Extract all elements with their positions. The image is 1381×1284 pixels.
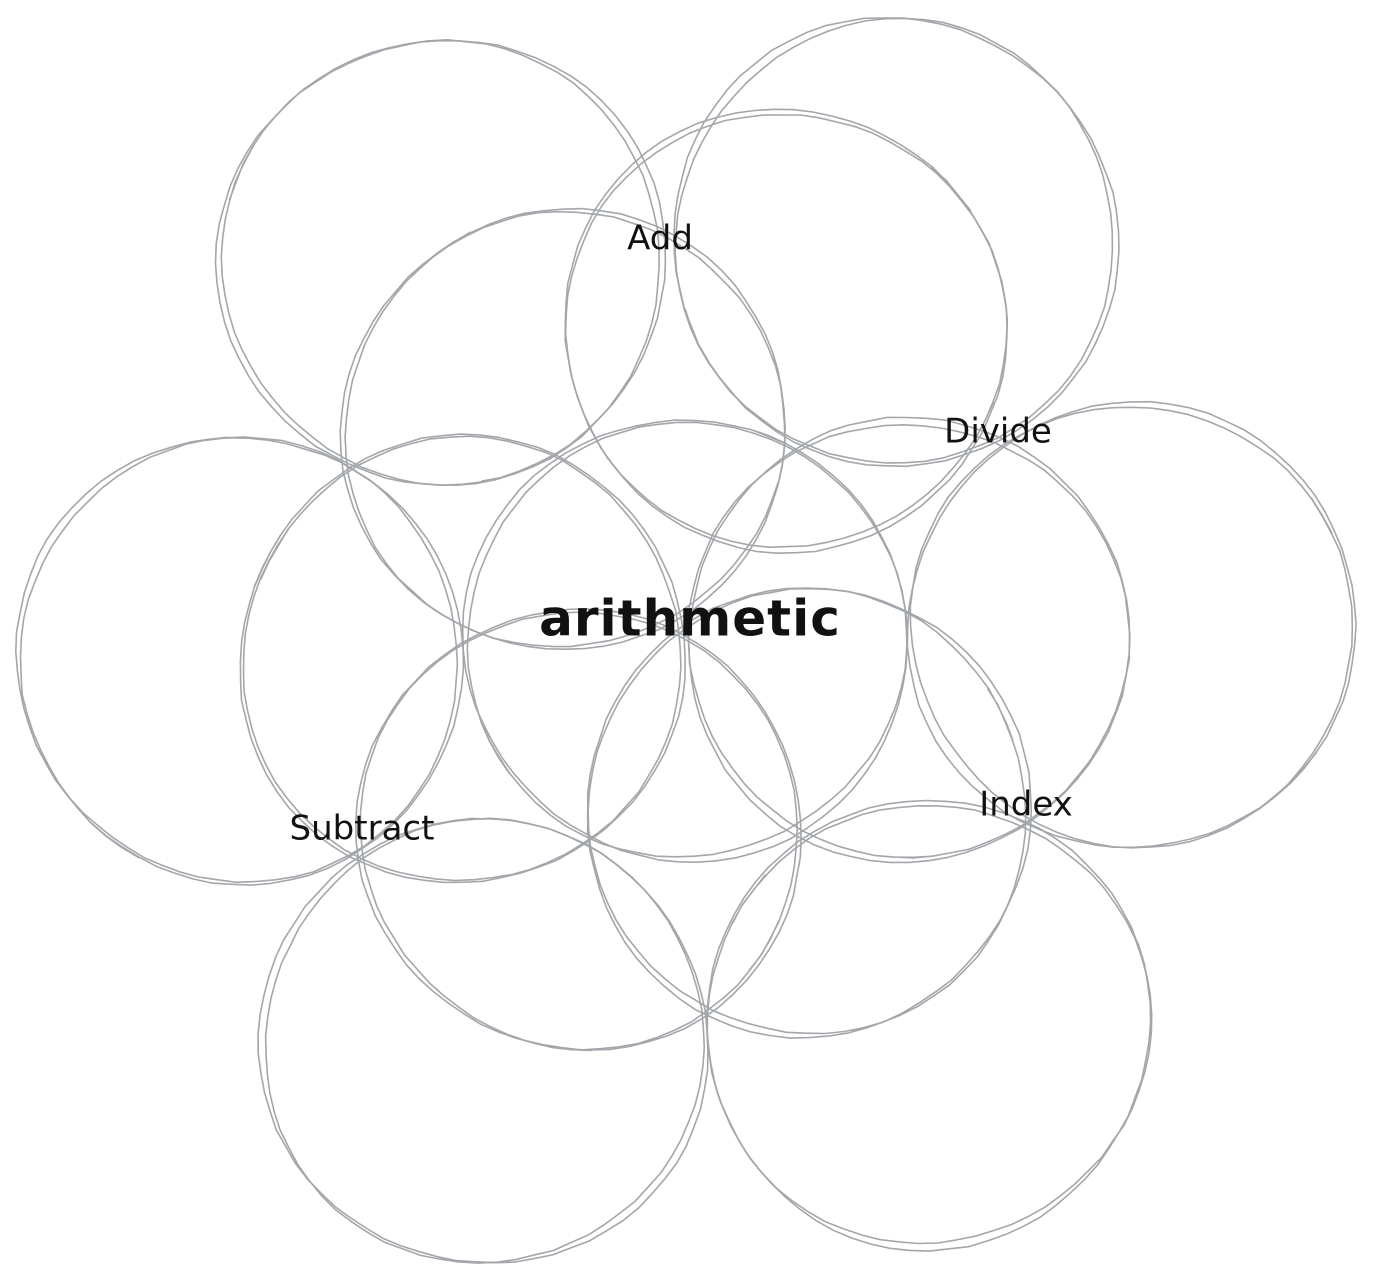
circle-divide-inner [906,400,1357,849]
circle-right-middle-stroke [687,416,1131,864]
circle-add-outer-stroke [214,39,667,486]
circle-bottom-right [705,799,1153,1252]
circle-left-inner-stroke [239,433,686,884]
circle-bottom-right-stroke [705,799,1152,1252]
circle-center-stroke [461,419,908,863]
circle-bottom-left-stroke [264,817,706,1264]
circle-upper-right-stroke [564,108,1009,554]
circle-add-inner-stroke [674,17,1114,464]
node-label-add: Add [627,219,693,259]
circle-upper-right [564,108,1009,554]
node-label-subtract: Subtract [290,809,435,849]
node-label-divide: Divide [944,412,1052,452]
circle-upper-left-stroke [339,207,786,650]
circle-subtract-lower [355,608,802,1052]
circle-index-lower-stroke [587,587,1027,1035]
circle-divide-inner-stroke [909,406,1354,849]
circle-bottom-right-stroke [706,805,1153,1245]
circle-divide-inner-stroke [906,400,1357,849]
circle-upper-left-stroke [344,210,786,648]
circle-left-middle [15,436,465,886]
circle-bottom-left-stroke [257,817,709,1264]
circle-left-inner [239,433,686,884]
center-label-arithmetic: arithmetic [539,590,841,648]
circle-left-middle-stroke [15,437,465,886]
circle-center-stroke [466,421,909,858]
label-layer: Add Divide Index Subtract arithmetic [290,219,1073,849]
circle-upper-right-stroke [564,114,1008,548]
circle-index-lower [586,587,1033,1039]
circle-add-outer-stroke [220,39,660,486]
circle-bottom-left [257,817,709,1264]
circle-left-middle-stroke [19,436,459,884]
circle-upper-left [339,207,786,650]
circle-subtract-lower-stroke [355,608,802,1052]
circle-center [461,419,909,863]
circle-right-middle [687,416,1131,864]
circle-left-inner-stroke [242,435,682,882]
node-label-index: Index [979,785,1073,825]
circle-add-outer [214,39,667,486]
circle-add-inner [673,17,1120,468]
circle-add-inner-stroke [673,17,1120,468]
circle-right-middle-stroke [687,424,1131,859]
circle-layer [15,17,1357,1264]
circle-index-lower-stroke [586,587,1033,1039]
